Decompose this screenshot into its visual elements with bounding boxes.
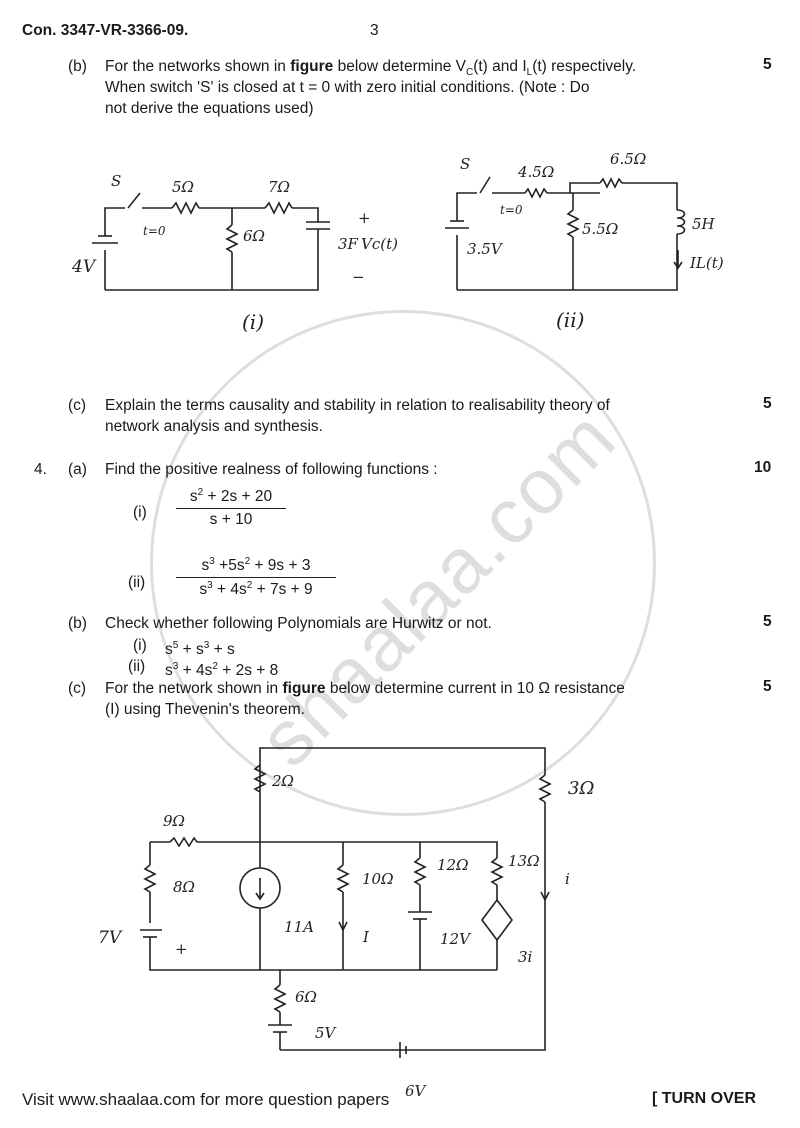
q3b-label: (b): [68, 58, 87, 75]
c1-vc-label: Vc(t): [361, 235, 398, 253]
q4b-text: Check whether following Polynomials are …: [105, 615, 492, 632]
paper-code: Con. 3347-VR-3366-09.: [22, 22, 189, 39]
c1-minus: −: [352, 268, 365, 286]
c2-time-label: t=0: [500, 203, 523, 217]
c3-cs-label: 11A: [284, 918, 314, 936]
q3c-marks: 5: [763, 395, 772, 412]
c2-switch-label: S: [460, 155, 471, 173]
c1-switch-label: S: [111, 172, 122, 190]
c3-r2-label: 2Ω: [272, 772, 294, 790]
c3-v5-label: 5V: [315, 1024, 336, 1042]
c3-r6-label: 6Ω: [295, 988, 317, 1006]
c1-source-label: 4V: [72, 257, 96, 277]
q4a-ii-fraction: s3 +5s2 + 9s + 3 s3 + 4s2 + 7s + 9: [176, 556, 336, 599]
c2-source-label: 3.5V: [467, 240, 502, 258]
c2-r1-label: 4.5Ω: [518, 163, 555, 181]
q3c-label: (c): [68, 397, 87, 414]
c1-time-label: t=0: [143, 224, 166, 238]
q3c-line1: Explain the terms causality and stabilit…: [105, 397, 610, 414]
q4a-text: Find the positive realness of following …: [105, 461, 438, 478]
watermark-circle: [150, 310, 656, 816]
c1-plus: +: [358, 209, 371, 227]
q4c-label: (c): [68, 680, 87, 697]
footer-visit-link[interactable]: Visit www.shaalaa.com for more question …: [22, 1090, 390, 1109]
q4a-label: (a): [68, 461, 87, 478]
q3c-line2: network analysis and synthesis.: [105, 418, 323, 435]
c2-caption: (ii): [556, 308, 585, 332]
q4a-i-label: (i): [133, 504, 147, 521]
footer-turn-over: [ TURN OVER: [652, 1090, 756, 1107]
q4b-i-poly: s5 + s3 + s: [165, 640, 235, 658]
q4b-i-label: (i): [133, 637, 147, 654]
q4a-ii-denominator: s3 + 4s2 + 7s + 9: [199, 580, 313, 598]
q4c-line1: For the network shown in figure below de…: [105, 680, 625, 697]
fraction-bar: [176, 508, 286, 509]
q4a-ii-label: (ii): [128, 574, 146, 591]
q4b-ii-poly: s3 + 4s2 + 2s + 8: [165, 661, 279, 679]
c3-v6-label: 6V: [405, 1082, 426, 1100]
page-number: 3: [370, 22, 379, 39]
q4c-marks: 5: [763, 678, 772, 695]
circuit-ii-diagram: [445, 176, 686, 291]
thevenin-circuit-diagram: [140, 747, 552, 1058]
q4a-i-numerator: s2 + 2s + 20: [189, 487, 273, 505]
c3-r9-label: 9Ω: [163, 812, 185, 830]
c1-caption: (i): [242, 310, 265, 334]
q4c-line2: (I) using Thevenin's theorem.: [105, 701, 305, 718]
c2-r3-label: 5.5Ω: [582, 220, 619, 238]
c2-ind-label: 5H: [692, 215, 715, 233]
c1-r3-label: 6Ω: [243, 227, 265, 245]
c3-v7-label: 7V: [98, 928, 122, 948]
c1-r1-label: 5Ω: [172, 178, 194, 196]
q3b-line2: When switch 'S' is closed at t = 0 with …: [105, 79, 590, 96]
c3-i-label: I: [363, 928, 369, 946]
q3b-line3: not derive the equations used): [105, 100, 314, 117]
c1-r2-label: 7Ω: [268, 178, 290, 196]
q3b-marks: 5: [763, 56, 772, 73]
fraction-bar: [176, 577, 336, 578]
c3-v7-plus: +: [175, 940, 188, 958]
c2-il-label: IL(t): [690, 254, 724, 272]
q4b-ii-label: (ii): [128, 658, 146, 675]
c2-r2-label: 6.5Ω: [610, 150, 647, 168]
c3-r3-label: 3Ω: [568, 778, 595, 799]
q4b-label: (b): [68, 615, 87, 632]
c3-i-branch-label: i: [565, 870, 570, 888]
c3-r13-label: 13Ω: [508, 852, 540, 870]
q4a-marks: 10: [754, 459, 772, 476]
c1-cap-label: 3F: [338, 235, 358, 253]
c3-v12-label: 12V: [440, 930, 470, 948]
q4a-ii-numerator: s3 +5s2 + 9s + 3: [201, 556, 311, 574]
c3-r10-label: 10Ω: [362, 870, 394, 888]
c3-r12-label: 12Ω: [437, 856, 469, 874]
q4b-marks: 5: [763, 613, 772, 630]
q4-number: 4.: [34, 461, 47, 478]
c3-r8-label: 8Ω: [173, 878, 195, 896]
q3b-line1: For the networks shown in figure below d…: [105, 58, 637, 79]
q4a-i-fraction: s2 + 2s + 20 s + 10: [176, 487, 286, 529]
q4a-i-denominator: s + 10: [209, 511, 253, 528]
circuit-i-diagram: [92, 192, 330, 291]
c3-dep-label: 3i: [518, 948, 533, 966]
